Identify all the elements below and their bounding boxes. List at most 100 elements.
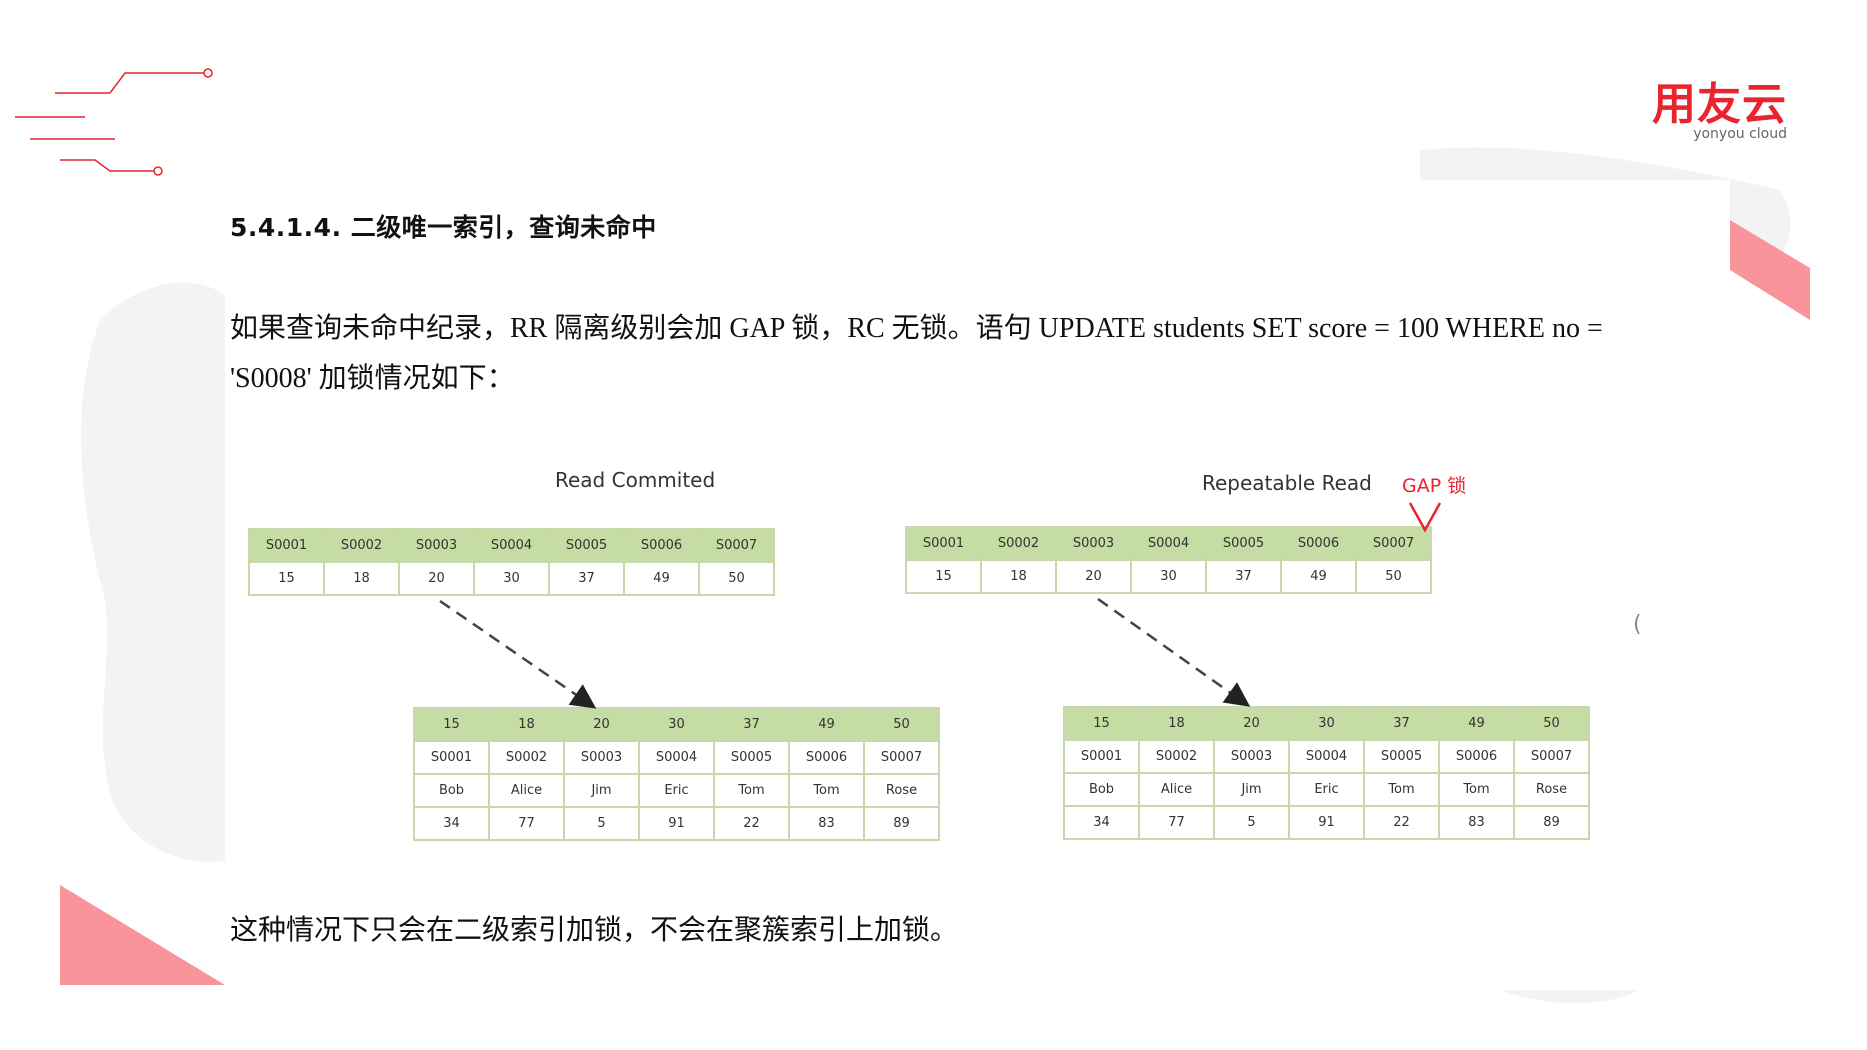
cluster-score-cell: 83 xyxy=(788,806,865,841)
cluster-score-cell: 34 xyxy=(1063,805,1140,840)
cluster-no-cell: S0002 xyxy=(488,740,565,775)
index-id-cell: 50 xyxy=(698,561,775,596)
cluster-no-cell: S0002 xyxy=(1138,739,1215,774)
gap-lock-label: GAP 锁 xyxy=(1402,475,1467,497)
index-key-cell: S0002 xyxy=(323,528,400,563)
cluster-id-cell: 50 xyxy=(863,707,940,742)
cluster-no-cell: S0005 xyxy=(1363,739,1440,774)
secondary-index-id-row: 15 18 20 30 37 49 50 xyxy=(905,559,1432,594)
logo-subtext: yonyou cloud xyxy=(1693,126,1787,142)
cluster-score-cell: 91 xyxy=(1288,805,1365,840)
rc-clustered-index-table: 15 18 20 30 37 49 50 S0001 S0002 S0003 S… xyxy=(413,707,940,841)
index-id-cell: 49 xyxy=(1280,559,1357,594)
cluster-no-cell: S0003 xyxy=(1213,739,1290,774)
index-id-cell: 15 xyxy=(905,559,982,594)
cluster-id-cell: 37 xyxy=(713,707,790,742)
index-id-cell: 37 xyxy=(548,561,625,596)
rr-clustered-index-table: 15 18 20 30 37 49 50 S0001 S0002 S0003 S… xyxy=(1063,706,1590,840)
cluster-score-cell: 89 xyxy=(863,806,940,841)
index-id-cell: 18 xyxy=(323,561,400,596)
section-title: 5.4.1.4. 二级唯一索引，查询未命中 xyxy=(230,213,657,242)
cluster-name-cell: Eric xyxy=(1288,772,1365,807)
paragraph-line-2: 'S0008' 加锁情况如下： xyxy=(230,363,515,394)
rr-secondary-index-table: S0001 S0002 S0003 S0004 S0005 S0006 S000… xyxy=(905,526,1432,594)
cluster-score-cell: 5 xyxy=(563,806,640,841)
cluster-id-cell: 37 xyxy=(1363,706,1440,741)
index-id-cell: 49 xyxy=(623,561,700,596)
cluster-score-cell: 77 xyxy=(1138,805,1215,840)
cluster-id-cell: 15 xyxy=(1063,706,1140,741)
index-id-cell: 30 xyxy=(473,561,550,596)
clustered-score-row: 34 77 5 91 22 83 89 xyxy=(413,806,940,841)
lock-diagram: Read Commited Repeatable Read GAP 锁 S000… xyxy=(230,455,1630,855)
index-key-cell: S0005 xyxy=(548,528,625,563)
index-id-cell: 37 xyxy=(1205,559,1282,594)
cluster-name-cell: Tom xyxy=(1438,772,1515,807)
read-committed-title: Read Commited xyxy=(555,468,716,492)
cluster-name-cell: Bob xyxy=(413,773,490,808)
cluster-id-cell: 30 xyxy=(1288,706,1365,741)
cluster-no-cell: S0001 xyxy=(1063,739,1140,774)
index-id-cell: 50 xyxy=(1355,559,1432,594)
description-paragraph: 如果查询未命中纪录，RR 隔离级别会加 GAP 锁，RC 无锁。语句 UPDAT… xyxy=(230,304,1710,404)
cluster-score-cell: 89 xyxy=(1513,805,1590,840)
index-id-cell: 30 xyxy=(1130,559,1207,594)
cluster-id-cell: 18 xyxy=(1138,706,1215,741)
cluster-no-cell: S0005 xyxy=(713,740,790,775)
clustered-id-row: 15 18 20 30 37 49 50 xyxy=(413,707,940,742)
decorative-triangle-left xyxy=(60,885,225,985)
cluster-score-cell: 83 xyxy=(1438,805,1515,840)
index-key-cell: S0005 xyxy=(1205,526,1282,561)
index-id-cell: 20 xyxy=(398,561,475,596)
clustered-name-row: Bob Alice Jim Eric Tom Tom Rose xyxy=(1063,772,1590,807)
cluster-name-cell: Tom xyxy=(713,773,790,808)
cluster-name-cell: Tom xyxy=(1363,772,1440,807)
cluster-score-cell: 91 xyxy=(638,806,715,841)
cluster-name-cell: Alice xyxy=(1138,772,1215,807)
cluster-name-cell: Rose xyxy=(1513,772,1590,807)
cluster-id-cell: 49 xyxy=(788,707,865,742)
secondary-index-id-row: 15 18 20 30 37 49 50 xyxy=(248,561,775,596)
cluster-id-cell: 49 xyxy=(1438,706,1515,741)
clustered-no-row: S0001 S0002 S0003 S0004 S0005 S0006 S000… xyxy=(413,740,940,775)
cluster-no-cell: S0004 xyxy=(1288,739,1365,774)
index-key-cell: S0006 xyxy=(1280,526,1357,561)
index-key-cell: S0006 xyxy=(623,528,700,563)
rr-lookup-arrow xyxy=(1097,597,1251,707)
index-key-cell: S0003 xyxy=(1055,526,1132,561)
cluster-id-cell: 15 xyxy=(413,707,490,742)
cluster-no-cell: S0007 xyxy=(1513,739,1590,774)
clustered-id-row: 15 18 20 30 37 49 50 xyxy=(1063,706,1590,741)
cluster-id-cell: 20 xyxy=(563,707,640,742)
paragraph-line-1: 如果查询未命中纪录，RR 隔离级别会加 GAP 锁，RC 无锁。语句 UPDAT… xyxy=(230,313,1603,344)
decorative-lines xyxy=(15,68,213,176)
secondary-index-key-row: S0001 S0002 S0003 S0004 S0005 S0006 S000… xyxy=(248,528,775,563)
cluster-name-cell: Jim xyxy=(563,773,640,808)
index-key-cell: S0004 xyxy=(1130,526,1207,561)
index-id-cell: 15 xyxy=(248,561,325,596)
clustered-no-row: S0001 S0002 S0003 S0004 S0005 S0006 S000… xyxy=(1063,739,1590,774)
cluster-id-cell: 20 xyxy=(1213,706,1290,741)
clustered-score-row: 34 77 5 91 22 83 89 xyxy=(1063,805,1590,840)
logo-text: 用友云 xyxy=(1652,79,1787,130)
conclusion-text: 这种情况下只会在二级索引加锁，不会在聚簇索引上加锁。 xyxy=(230,915,959,946)
brand-logo: 用友云 yonyou cloud xyxy=(1652,79,1787,143)
cluster-name-cell: Tom xyxy=(788,773,865,808)
decorative-triangle-right xyxy=(1730,220,1810,320)
cluster-score-cell: 5 xyxy=(1213,805,1290,840)
index-key-cell: S0003 xyxy=(398,528,475,563)
index-key-cell: S0001 xyxy=(905,526,982,561)
cluster-name-cell: Bob xyxy=(1063,772,1140,807)
rc-lookup-arrow xyxy=(439,599,597,709)
index-id-cell: 18 xyxy=(980,559,1057,594)
cluster-no-cell: S0006 xyxy=(1438,739,1515,774)
index-key-cell: S0007 xyxy=(698,528,775,563)
cluster-score-cell: 77 xyxy=(488,806,565,841)
clustered-name-row: Bob Alice Jim Eric Tom Tom Rose xyxy=(413,773,940,808)
cluster-score-cell: 34 xyxy=(413,806,490,841)
secondary-index-key-row: S0001 S0002 S0003 S0004 S0005 S0006 S000… xyxy=(905,526,1432,561)
index-id-cell: 20 xyxy=(1055,559,1132,594)
cluster-name-cell: Rose xyxy=(863,773,940,808)
cluster-score-cell: 22 xyxy=(713,806,790,841)
cluster-name-cell: Eric xyxy=(638,773,715,808)
